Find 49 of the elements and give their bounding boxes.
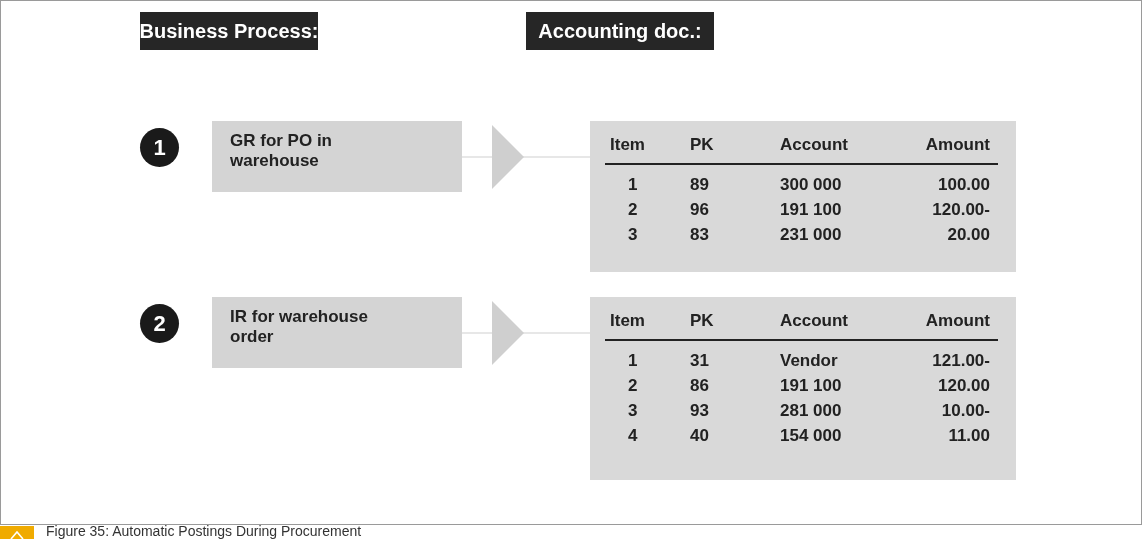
column-header: Item xyxy=(610,135,645,155)
table-value: 100.00 xyxy=(938,175,990,195)
table-value: 89 xyxy=(690,175,709,195)
table-value: 191 100 xyxy=(780,376,842,396)
section-heading: Accounting doc.: xyxy=(526,12,714,50)
table-value: 20.00 xyxy=(947,225,990,245)
process-box xyxy=(212,121,462,192)
table-value: 2 xyxy=(628,200,638,220)
table-value: 191 100 xyxy=(780,200,842,220)
table-value: 1 xyxy=(628,351,638,371)
table-value: 3 xyxy=(628,225,638,245)
table-value: 154 000 xyxy=(780,426,842,446)
table-value: 281 000 xyxy=(780,401,842,421)
table-value: 231 000 xyxy=(780,225,842,245)
table-value: 2 xyxy=(628,376,638,396)
column-header: Amount xyxy=(925,311,990,331)
table-value: 4 xyxy=(628,426,638,446)
table-value: 10.00- xyxy=(941,401,990,421)
table-value: 93 xyxy=(690,401,709,421)
column-header: Item xyxy=(610,311,645,331)
step-number-circle: 2 xyxy=(140,304,179,343)
chevron-arrow xyxy=(461,125,591,189)
table-value: 11.00 xyxy=(948,426,990,446)
table-panel xyxy=(590,121,1016,272)
table-value: 1 xyxy=(628,175,638,195)
process-box xyxy=(212,297,462,368)
table-value: 120.00- xyxy=(932,200,990,220)
table-value: 96 xyxy=(690,200,709,220)
table-value: Vendor xyxy=(780,351,838,371)
table-value: 120.00 xyxy=(938,376,990,396)
process-label: GR for PO in warehouse xyxy=(230,131,333,171)
table-value: 31 xyxy=(690,351,709,371)
column-header: Account xyxy=(780,311,848,331)
column-header: Amount xyxy=(925,135,990,155)
table-value: 83 xyxy=(690,225,709,245)
section-heading: Business Process: xyxy=(140,12,318,50)
step-number-circle: 1 xyxy=(140,128,179,167)
column-header: Account xyxy=(780,135,848,155)
column-header: PK xyxy=(690,311,714,331)
table-value: 300 000 xyxy=(780,175,842,195)
table-panel xyxy=(590,297,1016,480)
figure-caption: Figure 35: Automatic Postings During Procurement xyxy=(46,523,362,539)
chevron-arrow xyxy=(461,301,591,365)
table-value: 86 xyxy=(690,376,709,396)
column-header: PK xyxy=(690,135,714,155)
process-label: IR for warehouse order xyxy=(230,307,369,347)
table-value: 40 xyxy=(690,426,709,446)
table-value: 3 xyxy=(628,401,638,421)
table-value: 121.00- xyxy=(932,351,990,371)
